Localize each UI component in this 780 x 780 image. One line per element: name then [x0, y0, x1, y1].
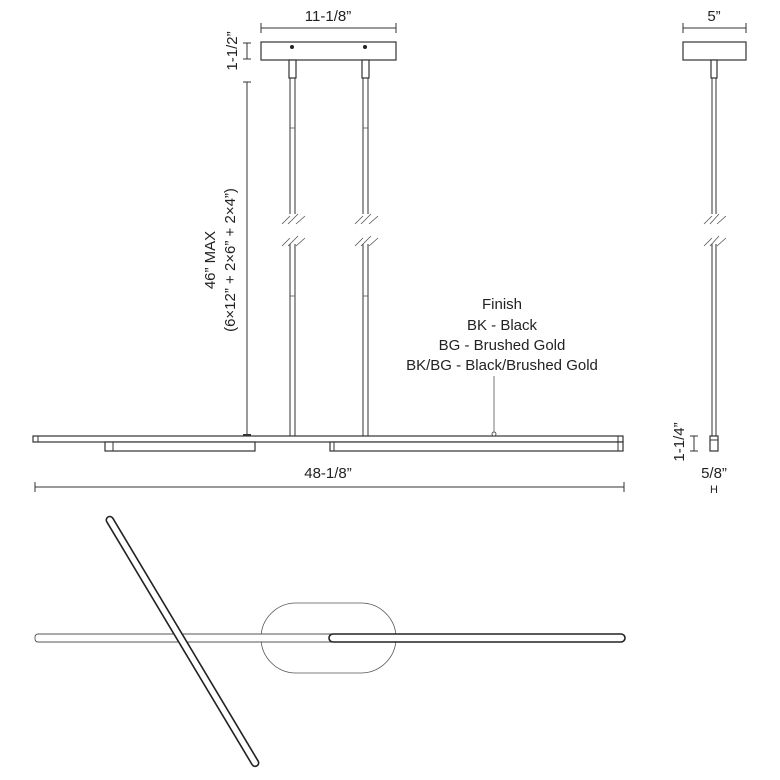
fixture-height-label: 1-1/4”: [671, 422, 688, 461]
overall-height-dimension: 46” MAX (6×12” + 2×6” + 2×4”): [202, 81, 251, 437]
side-canopy: [682, 41, 747, 61]
plan-bar-right: [328, 633, 626, 643]
canopy-height-dimension: 1-1/2”: [224, 31, 251, 71]
finish-callout: Finish BK - Black BG - Brushed Gold BK/B…: [406, 296, 598, 437]
side-canopy-width-label: 5”: [707, 8, 720, 25]
side-view: 5” 1-1/4” 5/8” H: [671, 8, 747, 496]
finish-option: BK/BG - Black/Brushed Gold: [406, 357, 598, 374]
stem-config-label: (6×12” + 2×6” + 2×4”): [222, 188, 239, 332]
front-view: 11-1/8” 1-1/2” 46” MAX (6×12” + 2×6” + 2…: [32, 8, 625, 492]
mounting-screw-icon: [363, 45, 367, 49]
canopy-width-label: 11-1/8”: [305, 8, 351, 25]
finish-option: BG - Brushed Gold: [439, 337, 566, 354]
break-mark-icon: [281, 213, 379, 247]
overall-length-label: 48-1/8”: [304, 465, 352, 482]
overall-length-dimension: 48-1/8”: [34, 465, 625, 492]
stems: [280, 59, 379, 436]
finish-option: BK - Black: [467, 317, 538, 334]
finish-title: Finish: [482, 296, 522, 313]
break-mark-icon: [703, 213, 727, 247]
canopy-width-dimension: 11-1/8”: [260, 8, 397, 33]
plan-view: [34, 515, 626, 768]
fixture-width-marker: H: [710, 484, 718, 496]
canopy-height-label: 1-1/2”: [224, 31, 241, 70]
side-fixture: [709, 435, 719, 452]
fixture-bars-front: [32, 435, 624, 452]
overall-height-label: 46” MAX: [202, 231, 219, 289]
canopy: [260, 41, 397, 61]
mounting-screw-icon: [290, 45, 294, 49]
plan-bar-diagonal: [105, 515, 260, 768]
fixture-width-label: 5/8”: [701, 465, 727, 482]
